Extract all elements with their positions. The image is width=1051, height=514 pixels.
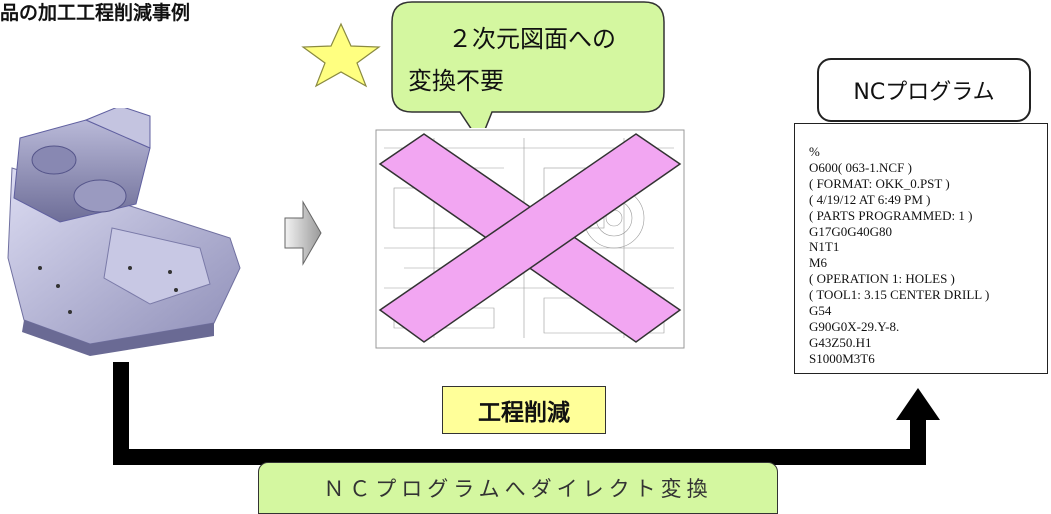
nc-code-line: % — [809, 144, 820, 159]
nc-code-line: G90G0X-29.Y-8. — [809, 318, 900, 334]
nc-code-line: G43Z50.H1 — [809, 334, 872, 350]
nc-code-line: O600( 063-1.NCF ) — [809, 159, 912, 175]
nc-code-line: M6 — [809, 255, 828, 271]
nc-code-line: ( PARTS PROGRAMMED: 1 ) — [809, 207, 973, 223]
nc-program-label: NCプログラム — [817, 58, 1031, 122]
2d-drawing-image — [374, 128, 686, 350]
nc-code-line: ( FORMAT: OKK_0.PST ) — [809, 175, 950, 191]
nc-code-line: N1T1 — [809, 239, 840, 255]
nc-code-line: S1000M3T6 — [809, 350, 875, 366]
callout-bubble — [391, 1, 665, 144]
callout-text: ２次元図面への 変換不要 — [408, 18, 656, 102]
machined-part-image — [7, 108, 241, 356]
page-title: 品の加工工程削減事例 — [0, 2, 191, 24]
nc-code-line: ( 4/19/12 AT 6:49 PM ) — [809, 191, 931, 207]
process-reduction-label: 工程削減 — [442, 386, 606, 434]
nc-code-line: G54 — [809, 303, 832, 319]
nc-code-line: ( OPERATION 1: HOLES ) — [809, 271, 955, 287]
callout-line-1: ２次元図面への — [448, 25, 616, 53]
star-icon — [301, 22, 381, 88]
nc-code-line: G17G0G40G80 — [809, 223, 893, 239]
callout-line-2: 変換不要 — [408, 67, 504, 95]
arrow-right-icon — [284, 200, 322, 266]
nc-code-line: ( TOOL1: 3.15 CENTER DRILL ) — [809, 287, 990, 303]
nc-code-listing: % O600( 063-1.NCF ) ( FORMAT: OKK_0.PST … — [794, 123, 1048, 374]
direct-conversion-banner: ＮＣプログラムへダイレクト変換 — [258, 462, 778, 514]
